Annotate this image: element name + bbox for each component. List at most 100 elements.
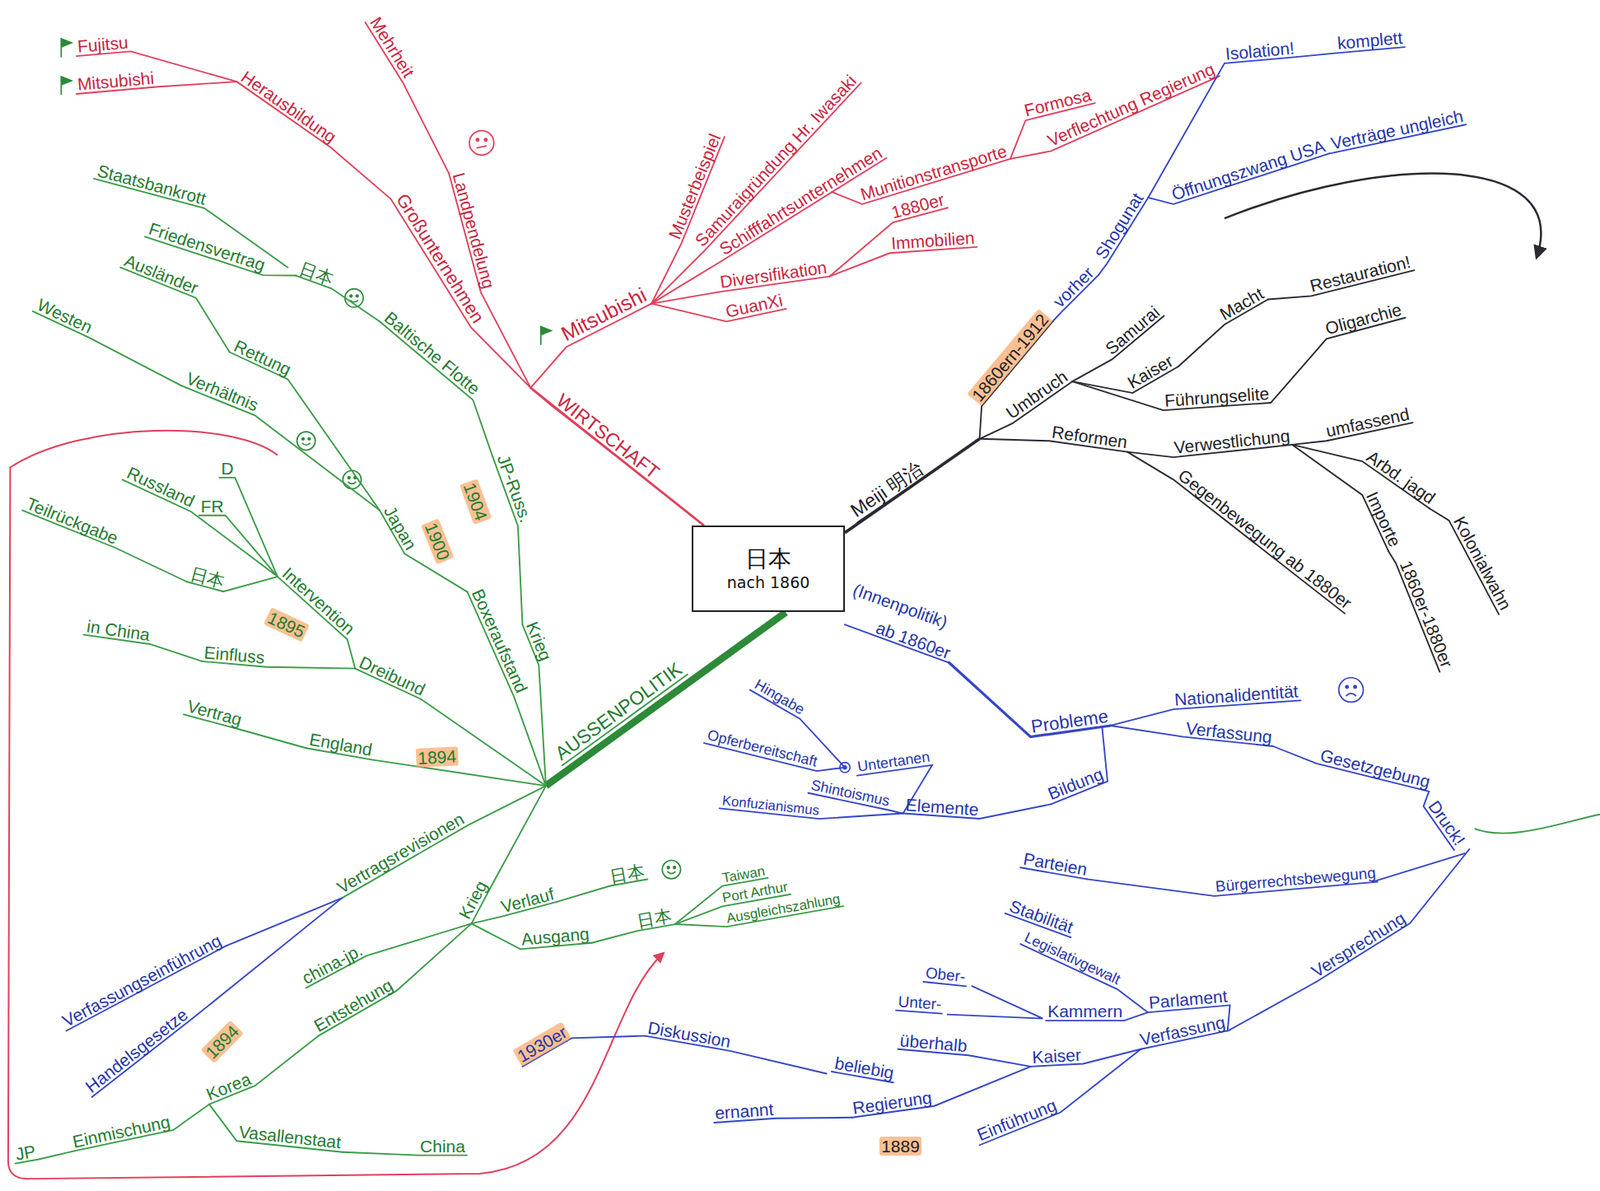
branch-line xyxy=(236,81,391,199)
branch-line xyxy=(66,897,343,1031)
branch-label: Teilrückgabe xyxy=(22,492,123,548)
face-symbol xyxy=(1338,677,1364,703)
branch-line xyxy=(592,923,676,943)
branch-label: Vasallenstaat xyxy=(236,1122,344,1153)
branch-line xyxy=(1474,814,1600,834)
branch-label: Staatsbankrott xyxy=(93,160,210,209)
branch-label: umfassend xyxy=(1322,404,1413,442)
branch-label: Opferbereitschaft xyxy=(704,727,821,771)
branch-label: Macht xyxy=(1214,283,1269,326)
branch-label: Mehrheit xyxy=(365,12,420,83)
branch-label: Bürgerrechtsbewegung xyxy=(1212,864,1378,896)
branch-label: Handelsgesetze xyxy=(79,1003,192,1097)
branch-label: Westen xyxy=(32,293,98,338)
face-symbol xyxy=(662,860,681,879)
year-label: 1904 xyxy=(459,478,492,525)
branch-label: china-jp. xyxy=(297,938,367,989)
branch-label: Legislativgewalt xyxy=(1020,928,1125,989)
branch-label: Einführung xyxy=(972,1094,1061,1145)
branch-label: Verhältnis xyxy=(181,368,263,416)
center-box: 日本nach 1860 xyxy=(691,525,845,612)
branch-label: Importe xyxy=(1362,486,1406,551)
branch-line xyxy=(183,713,307,748)
branch-label: Verlauf xyxy=(497,883,558,917)
branch-label: Isolation! xyxy=(1222,37,1297,64)
branch-label: Samurai xyxy=(1100,301,1165,360)
branch-label: Kammern xyxy=(1045,1001,1125,1021)
branch-label: Kaiser xyxy=(1123,349,1179,393)
branch-label: vorher xyxy=(1047,261,1098,313)
branch-label: Einfluss xyxy=(201,642,267,668)
branch-label: Verfassung xyxy=(1183,718,1275,747)
branch-label: 日本 xyxy=(606,860,648,887)
branch-label: 1880er xyxy=(887,189,948,223)
branch-label: Versprechung xyxy=(1306,907,1410,982)
branch-label: England xyxy=(306,729,376,761)
flag-symbol xyxy=(60,38,551,346)
branch-label: Konfuzianismus xyxy=(719,793,822,820)
face-symbol xyxy=(469,130,495,156)
branch-label: Hingabe xyxy=(750,675,809,719)
branch-label: JP xyxy=(12,1140,39,1164)
branch-label: überhalb xyxy=(897,1030,970,1055)
branch-label: Untertanen xyxy=(854,748,933,775)
branch-label: Bildung xyxy=(1044,763,1108,804)
branch-label: Umbruch xyxy=(1001,365,1073,424)
branch-label: Kolonialwahn xyxy=(1449,511,1517,615)
branch-label: 1860er-1880er xyxy=(1395,555,1458,672)
branch-label: Shogunat xyxy=(1091,187,1148,264)
branch-line xyxy=(219,477,278,577)
year-label: 1889 xyxy=(879,1136,922,1156)
branch-label: Boxeraufstand xyxy=(467,583,532,697)
face-symbol xyxy=(297,431,316,450)
branch-label: Kaiser xyxy=(1029,1044,1083,1067)
branch-label: Meiji 明治 xyxy=(845,457,929,523)
branch-label: Gesetzgebung xyxy=(1316,745,1434,792)
branch-line xyxy=(1072,381,1271,411)
branch-line xyxy=(556,879,648,902)
branch-label: Ausländer xyxy=(120,249,203,298)
branch-label: WIRTSCHAFT xyxy=(550,388,665,484)
year-label: 1900 xyxy=(420,518,454,565)
trunk-line xyxy=(530,387,705,526)
branch-line xyxy=(1127,452,1345,614)
trunk-line xyxy=(545,611,786,786)
branch-line xyxy=(949,662,1111,738)
branch-label: 日本 xyxy=(295,257,338,289)
branch-label: China xyxy=(418,1136,467,1156)
branch-label: AUSSENPOLITIK xyxy=(550,657,688,766)
branch-label: Ausgang xyxy=(518,923,593,950)
branch-label: Immobilien xyxy=(888,228,977,253)
branch-label: komplett xyxy=(1334,27,1405,53)
branch-label: Diskussion xyxy=(644,1016,734,1051)
branch-label: Unter- xyxy=(895,993,944,1014)
year-label: 1894 xyxy=(415,746,458,768)
branch-label: Dreibund xyxy=(354,651,430,700)
branch-label: Korea xyxy=(201,1068,255,1105)
trunk-line xyxy=(844,438,980,533)
branch-line xyxy=(365,22,450,173)
branch-label: Krieg xyxy=(454,876,492,924)
branch-label: Rettung xyxy=(229,335,296,380)
branch-label: D xyxy=(219,458,235,478)
branch-line xyxy=(32,311,182,386)
branch-line xyxy=(1372,853,1466,882)
year-label: 1930er xyxy=(513,1021,573,1067)
branch-label: Diversifikation xyxy=(716,257,830,293)
branch-line xyxy=(181,385,380,510)
year-label: 1894 xyxy=(200,1020,244,1064)
branch-label: Shintoismus xyxy=(807,776,893,810)
branch-label: Fujitsu xyxy=(74,32,131,56)
curved-arrow xyxy=(1224,173,1541,258)
branch-label: Probleme xyxy=(1027,705,1111,738)
branch-line xyxy=(229,351,380,510)
branch-label: Russland xyxy=(122,462,200,513)
branch-label: Oligarchie xyxy=(1321,299,1405,340)
branch-label: Mitsubishi xyxy=(74,68,157,94)
branch-label: Einmischung xyxy=(69,1110,173,1151)
branch-label: Parlament xyxy=(1146,986,1230,1013)
branch-label: Verwestlichung xyxy=(1171,425,1293,458)
branch-label: Öffnungszwang USA xyxy=(1167,135,1330,205)
branch-label: Herausbildung xyxy=(236,65,341,148)
